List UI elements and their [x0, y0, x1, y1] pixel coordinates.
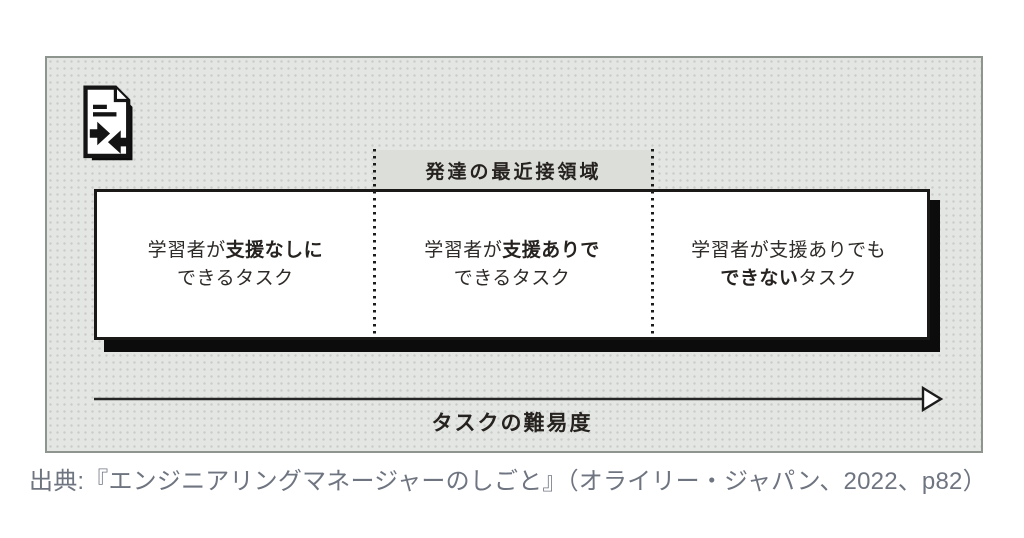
task-cell-without-support: 学習者が支援なしに できるタスク	[97, 192, 374, 337]
doc-icon-right-arrow	[89, 121, 111, 146]
task-cell-impossible: 学習者が支援ありでも できないタスク	[650, 192, 927, 337]
zpd-title: 発達の最近接領域	[425, 162, 602, 183]
task-cell-line: できるタスク	[177, 267, 294, 289]
difficulty-axis-arrow	[94, 385, 944, 413]
open-arrowhead-icon	[921, 385, 944, 413]
diagram-panel: 発達の最近接領域 学習者が支援なしに できるタスク 学習者が支援ありで できるタ…	[45, 56, 983, 453]
task-box: 学習者が支援なしに できるタスク 学習者が支援ありで できるタスク 学習者が支援…	[94, 189, 930, 340]
zpd-title-band	[373, 150, 654, 189]
task-cell-line: 学習者が支援ありで	[424, 239, 600, 261]
difficulty-axis-label: タスクの難易度	[431, 412, 593, 435]
task-cell-line: 学習者が支援ありでも	[691, 239, 887, 261]
doc-icon-left-arrow	[107, 130, 129, 154]
zpd-right-boundary-dotted-line	[651, 149, 654, 339]
doc-icon-line-short	[93, 104, 107, 109]
task-cell-line: できるタスク	[453, 267, 571, 289]
source-caption: 出典:『エンジニアリングマネージャーのしごと』（オライリー・ジャパン、2022、…	[29, 468, 987, 495]
zpd-left-boundary-dotted-line	[373, 149, 376, 339]
task-cell-with-support: 学習者が支援ありで できるタスク	[374, 192, 651, 337]
document-compare-icon	[83, 85, 133, 161]
doc-icon-line-long	[93, 112, 117, 117]
task-cell-line: できないタスク	[720, 267, 857, 289]
task-cell-line: 学習者が支援なしに	[147, 239, 324, 261]
